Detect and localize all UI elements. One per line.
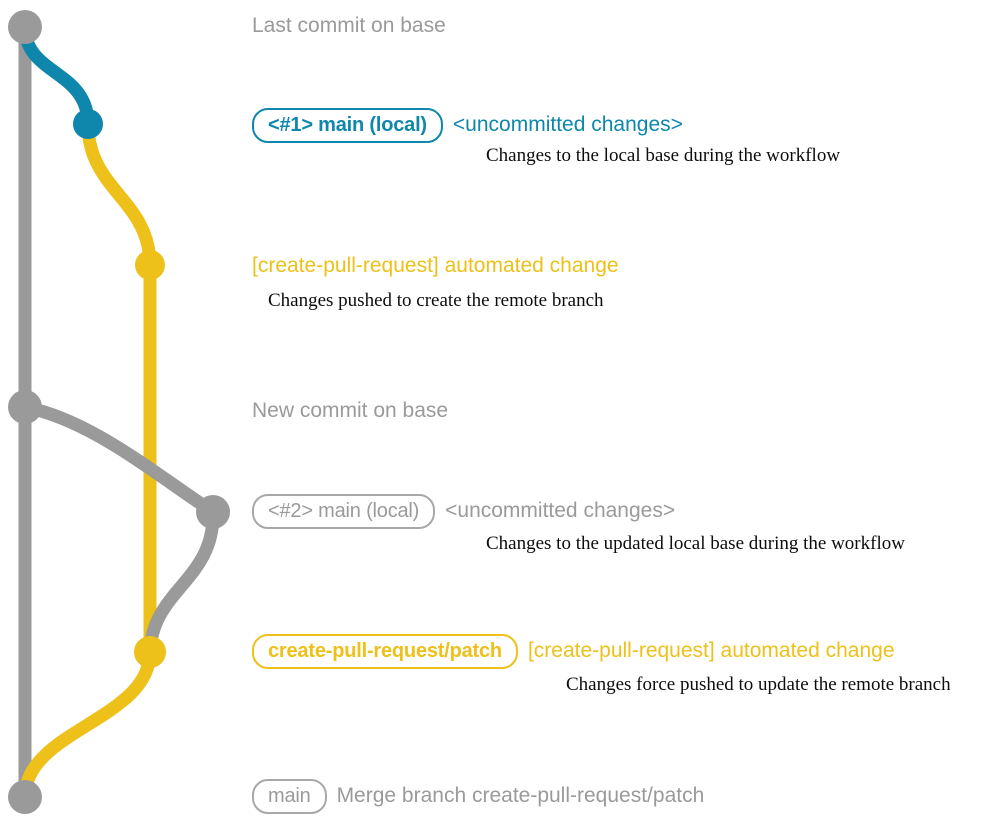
commit-subject-local-main-2: <uncommitted changes>	[445, 499, 676, 522]
branch-badge-main[interactable]: main	[252, 779, 327, 814]
node-base-new-commit[interactable]	[8, 390, 42, 424]
node-remote-patch-1[interactable]	[135, 250, 165, 280]
commit-description-local-main-1: Changes to the local base during the wor…	[486, 145, 841, 166]
commit-subject-local-main-1: <uncommitted changes>	[452, 113, 683, 136]
edge-local-2-to-remote-2	[143, 505, 220, 659]
commit-subject-merge: Merge branch create-pull-request/patch	[336, 784, 705, 807]
edge-base-to-local-2	[18, 400, 220, 519]
headline-new-commit-on-base: New commit on base	[252, 399, 449, 422]
edge-local-1-to-remote-1	[81, 117, 157, 272]
node-local-main-2[interactable]	[196, 495, 230, 529]
node-local-main-1[interactable]	[73, 109, 103, 139]
branch-badge-create-pull-request-patch[interactable]: create-pull-request/patch	[252, 634, 518, 669]
node-base-last-commit[interactable]	[8, 10, 42, 44]
headline-last-commit-on-base: Last commit on base	[252, 14, 446, 37]
branch-badge-local-main-1[interactable]: <#1> main (local)	[252, 108, 443, 143]
commit-description-remote-patch: Changes force pushed to update the remot…	[566, 674, 951, 695]
commit-description-automated-change-1: Changes pushed to create the remote bran…	[268, 290, 604, 311]
node-remote-patch-2[interactable]	[134, 636, 166, 668]
edge-remote-2-to-merge	[18, 645, 157, 804]
git-graph	[8, 10, 230, 814]
commit-row-local-main-2: <#2> main (local) <uncommitted changes>	[252, 494, 675, 529]
headline-automated-change-1: [create-pull-request] automated change	[252, 254, 619, 277]
node-base-merge[interactable]	[8, 780, 42, 814]
commit-row-local-main-1: <#1> main (local) <uncommitted changes>	[252, 108, 683, 143]
commit-row-remote-patch: create-pull-request/patch [create-pull-r…	[252, 634, 895, 669]
commit-description-local-main-2: Changes to the updated local base during…	[486, 533, 905, 554]
edge-base-to-local-1	[18, 20, 95, 131]
branch-badge-local-main-2[interactable]: <#2> main (local)	[252, 494, 436, 529]
commit-subject-remote-patch: [create-pull-request] automated change	[527, 639, 895, 662]
commit-row-merge: main Merge branch create-pull-request/pa…	[252, 779, 704, 814]
